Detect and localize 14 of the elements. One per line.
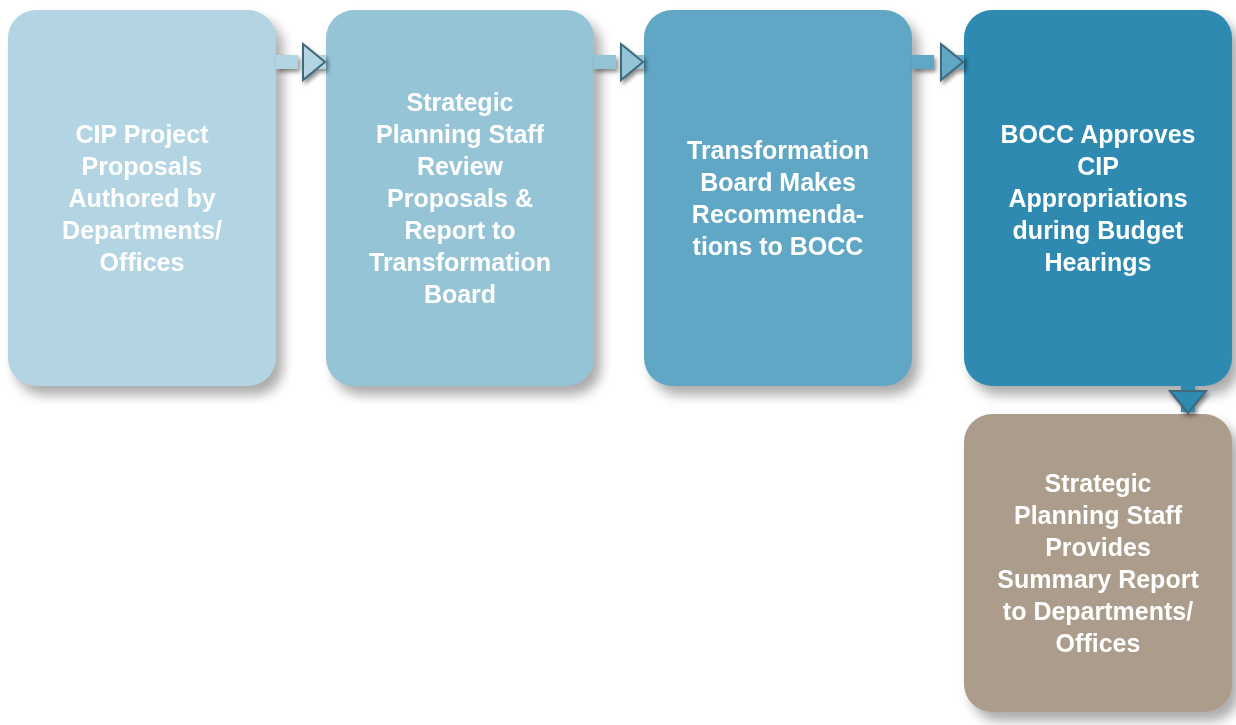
process-box xyxy=(644,10,912,386)
process-box xyxy=(964,414,1232,712)
process-box xyxy=(8,10,276,386)
step-text: Strategic Planning Staff Provides Summary Report to Departments/ Offices xyxy=(996,468,1200,659)
arrow xyxy=(276,43,326,81)
arrow xyxy=(1169,386,1207,414)
step-text: Strategic Planning Staff Review Proposals & Report to Transformation Board xyxy=(368,87,552,310)
process-box xyxy=(964,10,1232,386)
step-text: CIP Project Proposals Authored by Departments/ Offices xyxy=(61,119,223,278)
step-text: BOCC Approves CIP Appropriations during Budget Hearings xyxy=(999,119,1197,278)
arrow xyxy=(912,43,964,81)
arrow xyxy=(594,43,644,81)
step-text: Transformation Board Makes Recommenda- tions to BOCC xyxy=(686,135,870,262)
process-box xyxy=(326,10,594,386)
